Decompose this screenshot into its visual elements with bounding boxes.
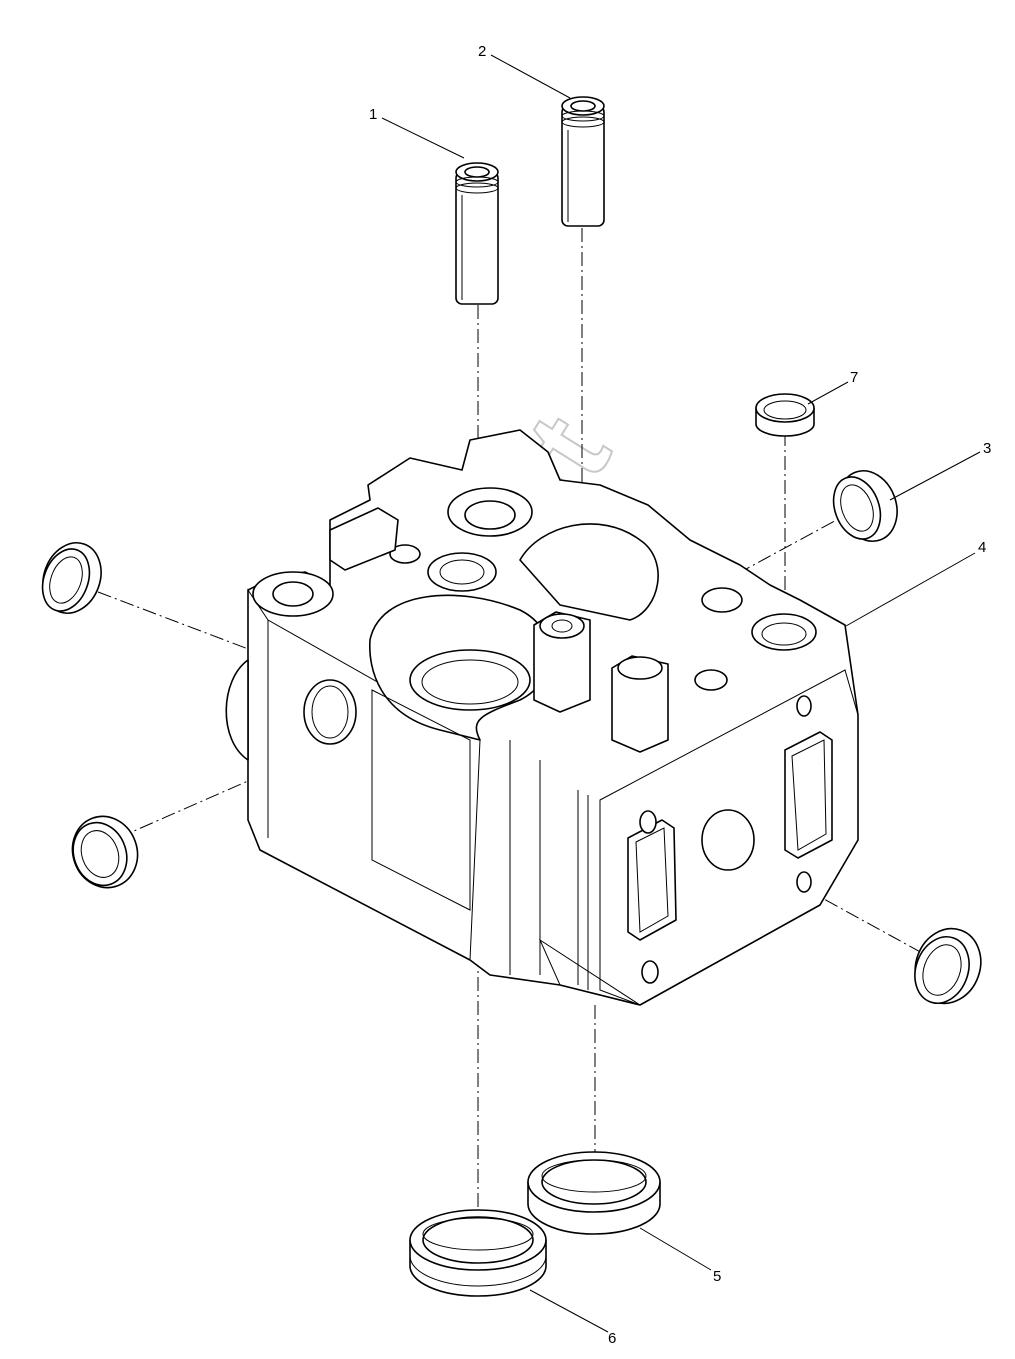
cylinder-head-4 (225, 429, 859, 1006)
plug-3 (832, 470, 898, 542)
callout-6: 6 (608, 1330, 616, 1347)
plug-7 (755, 393, 815, 437)
plug-left-lower (71, 815, 139, 889)
callout-5: 5 (713, 1268, 721, 1285)
valve-seat-ring-5 (527, 1151, 661, 1235)
callout-3: 3 (983, 440, 991, 457)
plug-left-upper (41, 542, 102, 614)
callout-1: 1 (369, 106, 377, 123)
callout-labels: 1 2 7 3 4 5 6 (369, 43, 991, 1347)
valve-guide-1 (455, 162, 499, 305)
callout-2: 2 (478, 43, 486, 60)
valve-seat-ring-6 (409, 1209, 547, 1297)
valve-guide-2 (561, 96, 605, 227)
leader-lines (381, 54, 981, 1333)
callout-7: 7 (850, 369, 858, 386)
plug-right-lower (914, 927, 982, 1005)
callout-4: 4 (978, 539, 986, 556)
